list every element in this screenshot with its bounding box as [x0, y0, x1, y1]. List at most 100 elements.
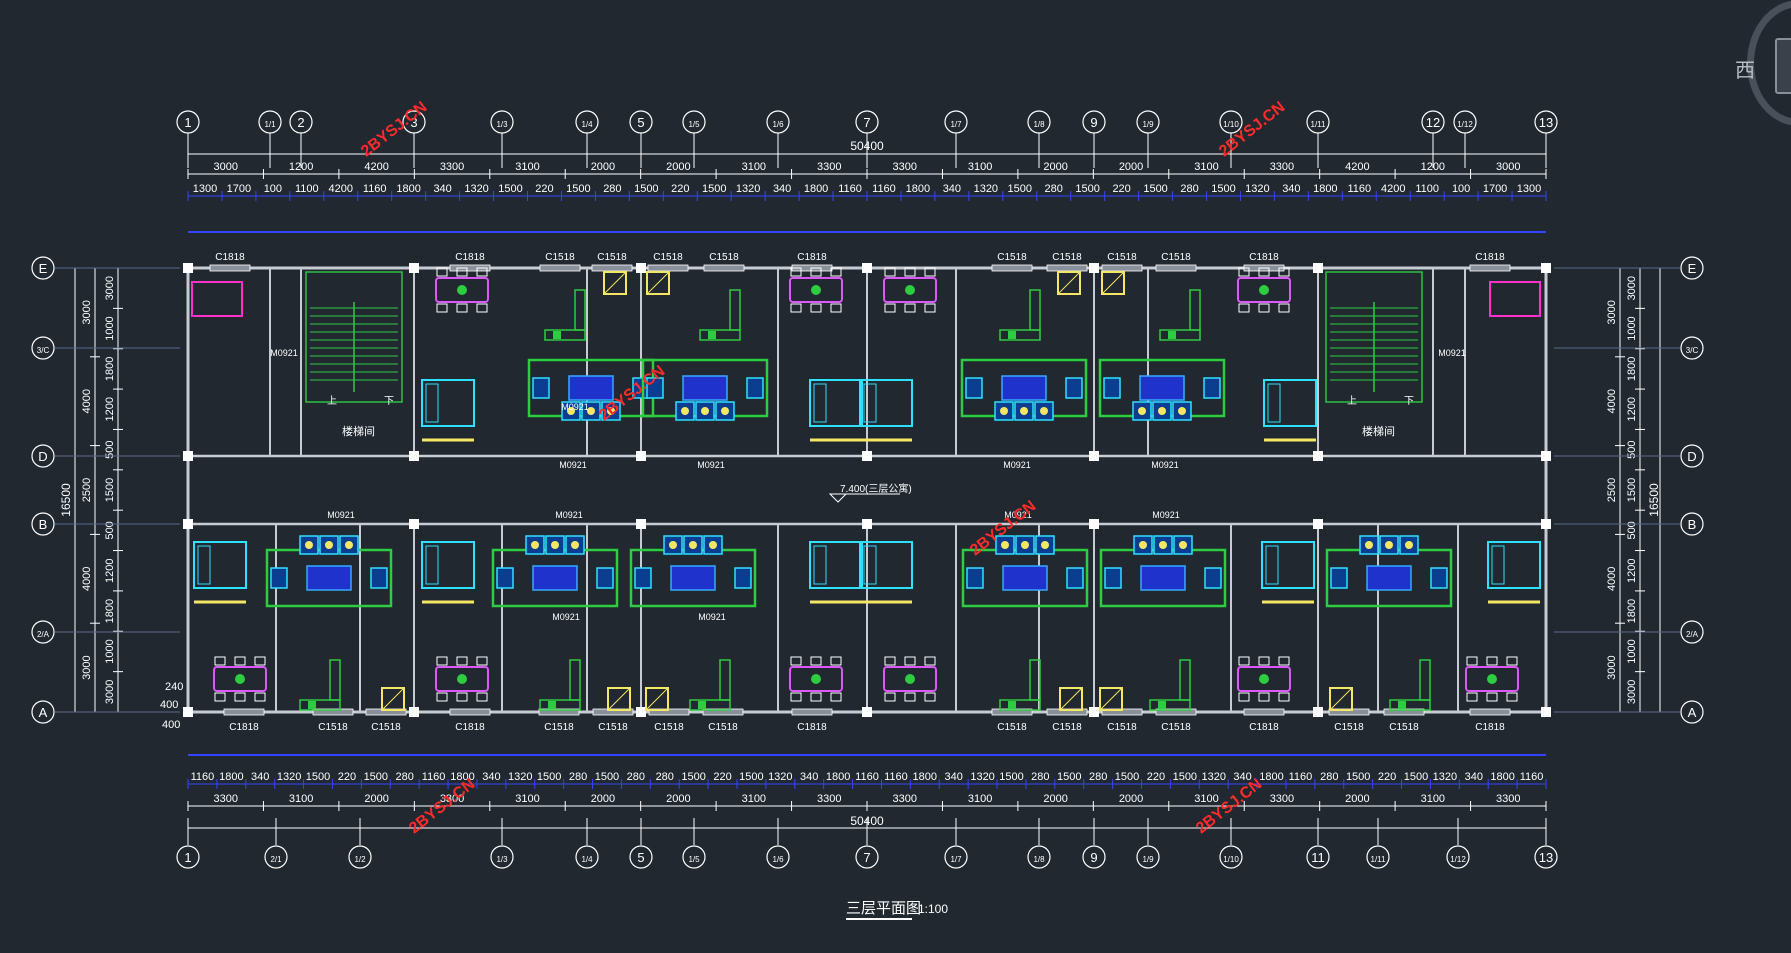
axis-bubble — [1306, 845, 1330, 869]
shower — [1057, 271, 1081, 295]
dim-right-outer-text: 3000 — [1606, 655, 1618, 679]
chair — [456, 303, 468, 313]
chair — [1258, 656, 1270, 666]
window-label: C1518 — [1107, 722, 1137, 733]
chair — [1258, 267, 1270, 277]
kitchen-counter — [539, 699, 581, 711]
kitchen-counter — [1029, 659, 1041, 701]
dim-top-row3-text: 1800 — [1313, 183, 1337, 195]
window-label: C1818 — [797, 722, 827, 733]
stair-down-left: 下 — [384, 396, 394, 407]
view-cube-face[interactable] — [1775, 38, 1791, 94]
axis-bubble — [1082, 110, 1106, 134]
axis-bubble — [1082, 845, 1106, 869]
armchair — [734, 567, 752, 589]
dim-bottom-row1-text: 1160 — [1520, 771, 1544, 783]
dining-table — [883, 277, 937, 303]
dim-bottom-row1-text: 1320 — [970, 771, 994, 783]
chair — [1506, 692, 1518, 702]
dim-top-row2-text: 3300 — [440, 161, 464, 173]
column — [1541, 263, 1551, 273]
sofa-cushion — [1159, 541, 1167, 549]
axis-bubble — [1306, 110, 1330, 134]
shower — [1329, 687, 1353, 711]
stair-up-left: 上 — [327, 395, 337, 407]
dim-bottom-row2-text: 3300 — [213, 793, 237, 805]
dim-top-row2-text: 3100 — [515, 161, 539, 173]
axis-bubble — [490, 110, 514, 134]
axis-bubble-label: E — [1688, 261, 1697, 276]
axis-bubble — [1446, 845, 1470, 869]
dim-left-inner-text: 1800 — [104, 599, 116, 623]
axis-bubble — [258, 110, 282, 134]
dim-bottom-row1-text: 1500 — [306, 771, 330, 783]
window-label: C1518 — [597, 252, 627, 263]
door-label: M0921 — [1152, 510, 1180, 520]
door-label: M0921 — [698, 612, 726, 622]
view-cube[interactable]: 西 — [1735, 0, 1791, 130]
dim-right-inner-text: 1800 — [1626, 357, 1638, 381]
dim-top-row2-text: 3100 — [968, 161, 992, 173]
dim-left-inner-text: 1200 — [104, 558, 116, 582]
chair — [476, 692, 488, 702]
axis-bubble-label: 12 — [1426, 115, 1440, 130]
dim-left-inner-text: 3000 — [104, 276, 116, 300]
shower-diag — [645, 687, 669, 711]
dining-centerpiece — [1487, 674, 1497, 684]
dim-top-row3-text: 1500 — [634, 183, 658, 195]
axis-bubble — [682, 845, 706, 869]
axis-bubble-right — [1680, 620, 1704, 644]
armchair — [1430, 567, 1448, 589]
dim-bottom-row2-text: 2000 — [591, 793, 615, 805]
window-label: C1518 — [318, 722, 348, 733]
axis-bubble-label: 3/C — [37, 346, 50, 355]
stair-up-right: 上 — [1347, 395, 1357, 407]
window-label: C1518 — [598, 722, 628, 733]
sofa-cushion — [1178, 407, 1186, 415]
window-label: C1518 — [653, 252, 683, 263]
dim-top-row3-text: 100 — [264, 183, 282, 195]
armchair — [270, 567, 288, 589]
dim-bottom-row1-text: 1500 — [1346, 771, 1370, 783]
dim-bottom-row2-text: 2000 — [364, 793, 388, 805]
column — [183, 451, 193, 461]
bed — [193, 541, 247, 589]
window — [702, 708, 744, 716]
axis-bubble — [289, 110, 313, 134]
window — [1243, 708, 1285, 716]
dim-top-row2-text: 4200 — [1345, 161, 1369, 173]
axis-bubble-label: 1/5 — [688, 120, 700, 129]
armchair — [965, 377, 983, 399]
sink — [548, 701, 556, 709]
column — [862, 451, 872, 461]
shower-diag — [1329, 687, 1353, 711]
dim-top-row2-text: 3300 — [817, 161, 841, 173]
sink — [1008, 701, 1016, 709]
dining-centerpiece — [457, 285, 467, 295]
kitchen-counter — [719, 659, 731, 701]
pillow — [813, 545, 827, 585]
dim-bottom-row1-text: 340 — [1233, 771, 1251, 783]
sofa-cushion — [305, 541, 313, 549]
dining-table — [435, 277, 489, 303]
coffee-table — [532, 565, 578, 591]
chair — [456, 692, 468, 702]
axis-bubble-label: 5 — [637, 115, 644, 130]
stair-right — [1325, 271, 1423, 403]
chair — [1258, 692, 1270, 702]
window-label: C1518 — [997, 722, 1027, 733]
axis-bubble-label: 1/5 — [688, 855, 700, 864]
coffee-table — [1139, 375, 1185, 401]
dining-table — [789, 666, 843, 692]
dim-bottom-row1-text: 280 — [1089, 771, 1107, 783]
axis-bubble-left — [31, 444, 55, 468]
dim-bottom-row1-text: 1500 — [739, 771, 763, 783]
window — [1469, 264, 1511, 272]
dim-top-row3-text: 220 — [1112, 183, 1130, 195]
total-width-top: 50400 — [850, 139, 884, 153]
window-label: C1518 — [997, 252, 1027, 263]
sink — [1168, 331, 1176, 339]
axis-bubble-label: 1/7 — [950, 120, 962, 129]
window-label: C1518 — [1334, 722, 1364, 733]
pillow — [1491, 545, 1505, 585]
